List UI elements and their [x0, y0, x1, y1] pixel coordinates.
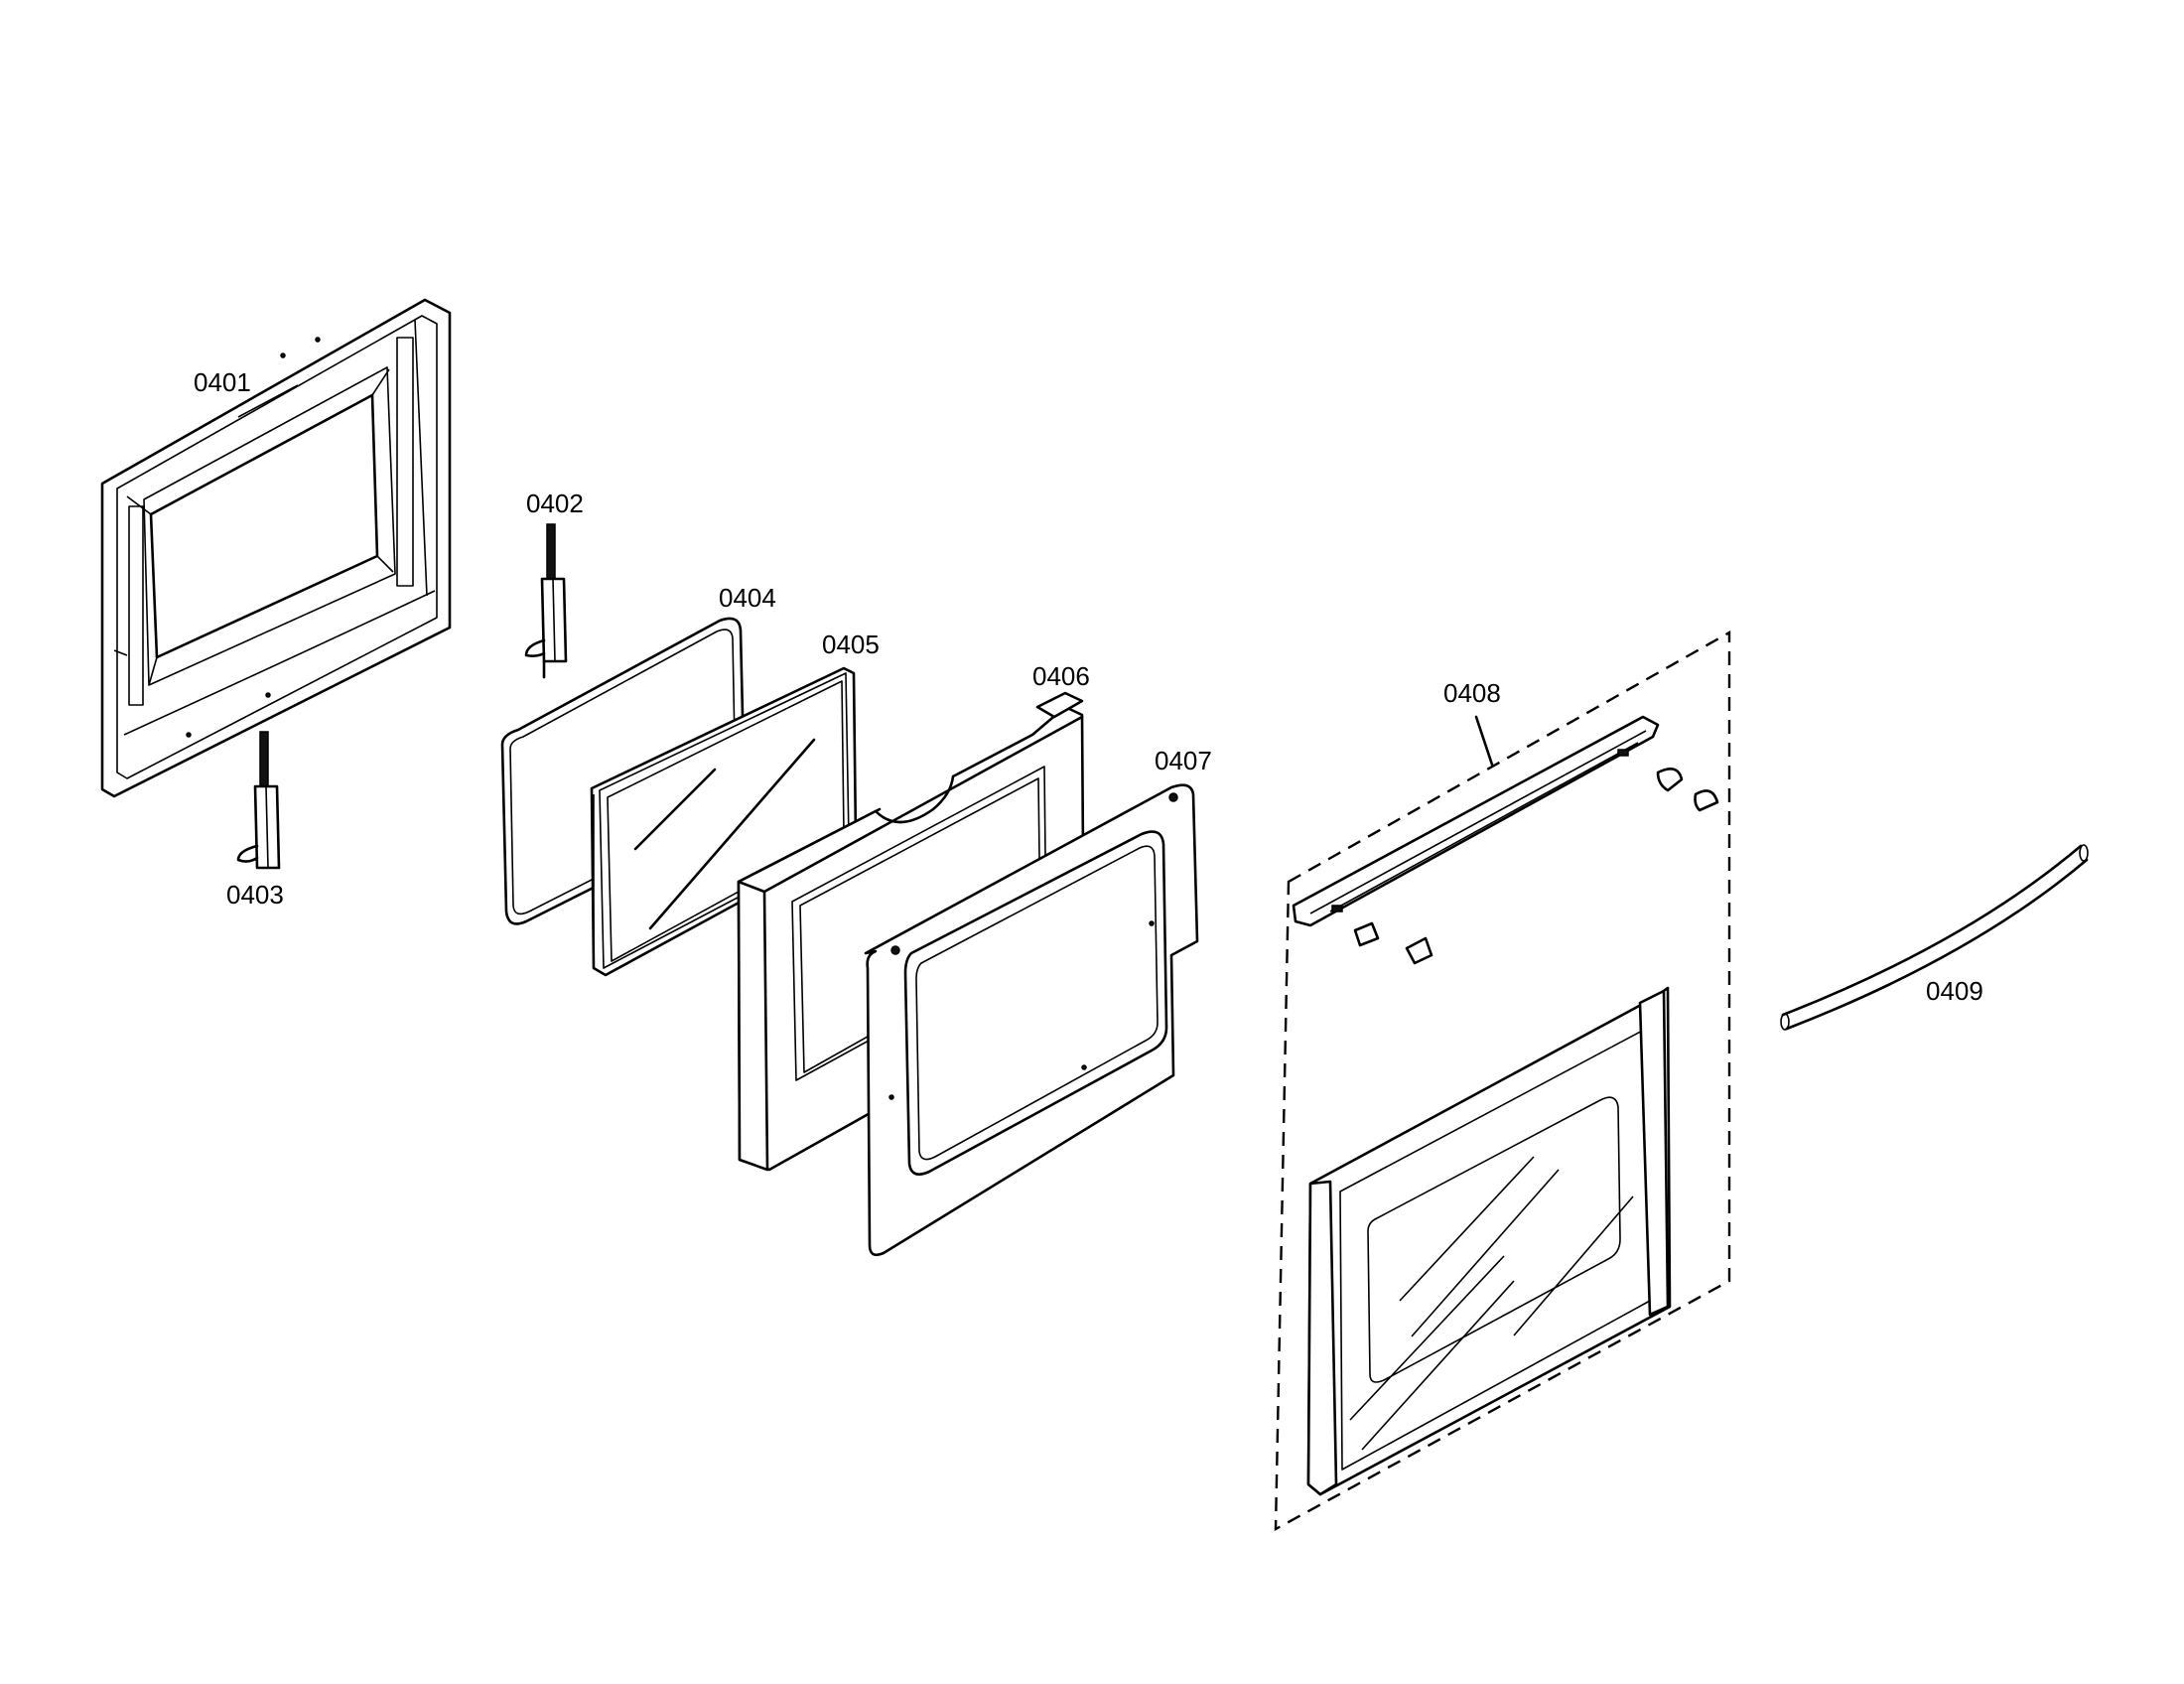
- part-label-0407: 0407: [1155, 746, 1212, 775]
- part-label-0409: 0409: [1926, 976, 1983, 1006]
- part-label-0406: 0406: [1032, 661, 1090, 691]
- part-0407-door-panel: [864, 783, 1199, 1257]
- part-label-0401: 0401: [194, 367, 251, 397]
- part-label-0403: 0403: [226, 880, 284, 910]
- part-label-0405: 0405: [822, 630, 880, 659]
- part-0409-seal-strip: [1780, 844, 2089, 1031]
- part-0401-inner-door-frame: [100, 298, 452, 798]
- part-label-0408: 0408: [1443, 678, 1501, 708]
- part-label-0404: 0404: [719, 583, 776, 613]
- part-0402-hinge: [524, 523, 568, 679]
- part-0403-hinge: [236, 731, 281, 870]
- part-label-0402: 0402: [526, 489, 584, 518]
- part-0408-outer-door-assembly: [1274, 630, 1731, 1532]
